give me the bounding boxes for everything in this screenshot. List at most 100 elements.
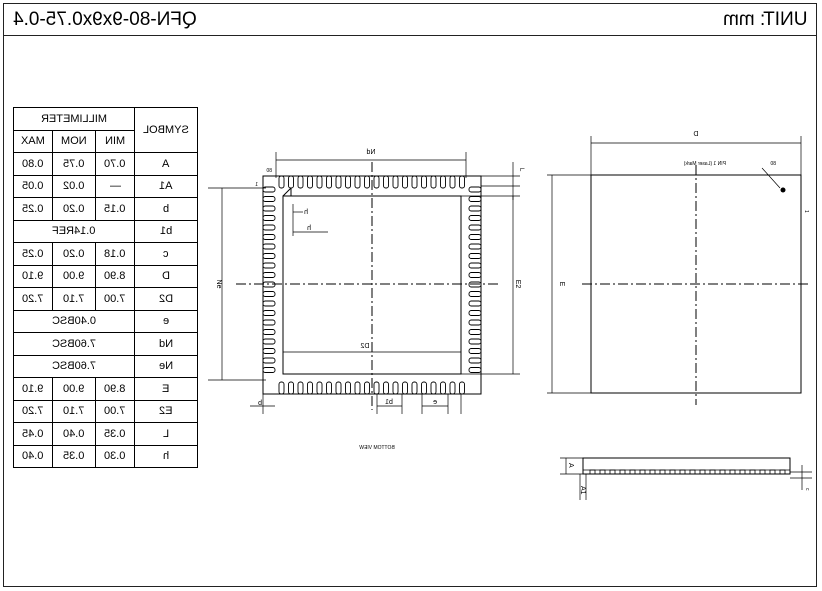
pin-pad-left bbox=[262, 215, 276, 221]
pin-pad-left bbox=[262, 310, 276, 316]
side-contact bbox=[749, 469, 756, 475]
pin-pad-right bbox=[468, 281, 482, 288]
pin-pad-bottom bbox=[316, 381, 323, 395]
pin-pad-top bbox=[316, 175, 323, 189]
bottom-view-caption: BOTTOM VIEW bbox=[359, 445, 395, 451]
pin-pad-top bbox=[421, 175, 427, 189]
pin-pad-right bbox=[468, 186, 482, 193]
side-contact bbox=[729, 469, 736, 475]
pin-pad-right bbox=[468, 367, 482, 373]
pin-pad-top bbox=[297, 175, 304, 189]
title-bar: QFN-80-9x9x0.75-0.4 UNIT: mm bbox=[3, 3, 817, 36]
label-e2: E2 bbox=[514, 280, 521, 289]
drawing-frame bbox=[3, 3, 817, 587]
pin-pad-left bbox=[262, 272, 276, 278]
pin-pad-left bbox=[262, 196, 276, 202]
pin-marker-leader bbox=[761, 167, 781, 189]
cell-symbol: A1 bbox=[134, 174, 198, 198]
side-contact bbox=[739, 469, 746, 475]
pin-pad-top bbox=[345, 175, 351, 189]
pin-pad-bottom bbox=[430, 381, 437, 395]
label-a: A bbox=[567, 463, 574, 468]
side-contact bbox=[779, 469, 786, 475]
pin-1-label: 1 bbox=[255, 182, 258, 188]
pin-pad-top bbox=[411, 175, 418, 189]
top-pin-80-label: 80 bbox=[770, 161, 776, 167]
cell-symbol: h bbox=[134, 444, 198, 468]
pin-pad-bottom bbox=[345, 381, 351, 395]
pin-pad-right bbox=[468, 215, 482, 221]
side-contact bbox=[719, 469, 726, 475]
pin-pad-right bbox=[468, 196, 482, 202]
pin-1-marker-label: PIN 1 (Laser Mark) bbox=[683, 161, 726, 167]
pin-pad-top bbox=[402, 175, 408, 189]
cell-symbol: b1 bbox=[134, 219, 198, 243]
label-b: b bbox=[258, 400, 262, 407]
pin-pad-left bbox=[262, 224, 276, 231]
pin-pad-bottom bbox=[354, 381, 361, 395]
side-contact bbox=[769, 469, 776, 475]
side-contact bbox=[619, 469, 626, 475]
pin-80-label: 80 bbox=[266, 168, 272, 174]
pin-pad-top bbox=[307, 175, 313, 189]
pin-pad-left bbox=[262, 234, 276, 240]
pin-pad-top bbox=[373, 175, 380, 189]
pin-pad-right bbox=[468, 329, 482, 335]
label-e: e bbox=[433, 399, 437, 406]
pin-pad-bottom bbox=[335, 381, 342, 395]
pin-pad-left bbox=[262, 367, 276, 373]
label-b1: b1 bbox=[385, 399, 393, 406]
pin-pad-top bbox=[288, 175, 294, 189]
pin-pad-top bbox=[440, 175, 446, 189]
pin-pad-bottom bbox=[364, 381, 370, 395]
pin-pad-left bbox=[262, 329, 276, 335]
label-l: L bbox=[518, 168, 524, 172]
side-contact bbox=[709, 469, 716, 475]
pin-pad-right bbox=[468, 319, 482, 326]
side-contact bbox=[609, 469, 616, 475]
pin-pad-bottom bbox=[373, 381, 380, 395]
pin-pad-left bbox=[262, 205, 276, 212]
pin-pad-left bbox=[262, 243, 276, 250]
label-a1: A1 bbox=[579, 486, 586, 495]
pin-pad-right bbox=[468, 205, 482, 212]
pin-pad-right bbox=[468, 338, 482, 345]
header-min: MIN bbox=[95, 129, 135, 153]
pin-pad-top bbox=[364, 175, 370, 189]
pin-pad-right bbox=[468, 348, 482, 354]
pin-pad-top bbox=[449, 175, 456, 189]
pin-pad-bottom bbox=[278, 381, 285, 395]
pin-pad-top bbox=[392, 175, 399, 189]
label-e-top: E bbox=[558, 282, 565, 287]
pin-pad-bottom bbox=[449, 381, 456, 395]
pin-pad-top bbox=[326, 175, 332, 189]
side-contact bbox=[659, 469, 666, 475]
pin-pad-right bbox=[468, 272, 482, 278]
cell-symbol: b bbox=[134, 197, 198, 221]
pin-pad-bottom bbox=[421, 381, 427, 395]
pin-pad-right bbox=[468, 291, 482, 297]
pin-pad-right bbox=[468, 234, 482, 240]
side-contact bbox=[689, 469, 696, 475]
pin-pad-left bbox=[262, 253, 276, 259]
pin-pad-left bbox=[262, 281, 276, 288]
pin-pad-right bbox=[468, 253, 482, 259]
pin-pad-top bbox=[383, 175, 389, 189]
pin-pad-left bbox=[262, 348, 276, 354]
pin-1-dot bbox=[780, 187, 786, 193]
